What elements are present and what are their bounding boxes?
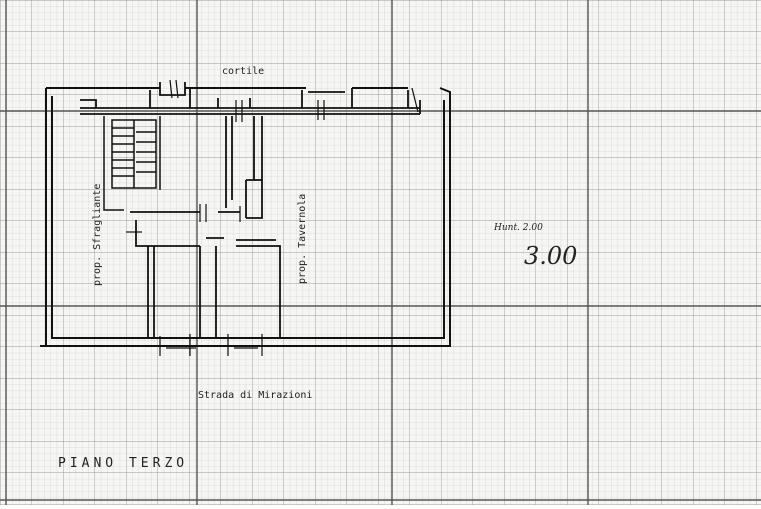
- courtyard-label: cortile: [222, 66, 264, 77]
- height-value: 3.00: [524, 242, 577, 270]
- staircase: [103, 116, 161, 211]
- right-neighbor-label: prop. Tavernola: [297, 194, 308, 284]
- interior-walls: [130, 116, 281, 338]
- corridor-walls: [80, 82, 421, 115]
- left-neighbor-label: prop. Sfragliante: [92, 184, 103, 286]
- door-ticks: [126, 79, 419, 356]
- street-label: Strada di Mirazioni: [198, 390, 312, 401]
- outer-walls: [40, 87, 451, 347]
- height-caption: Hunt. 2.00: [493, 223, 543, 233]
- floor-title: PIANO TERZO: [58, 456, 188, 471]
